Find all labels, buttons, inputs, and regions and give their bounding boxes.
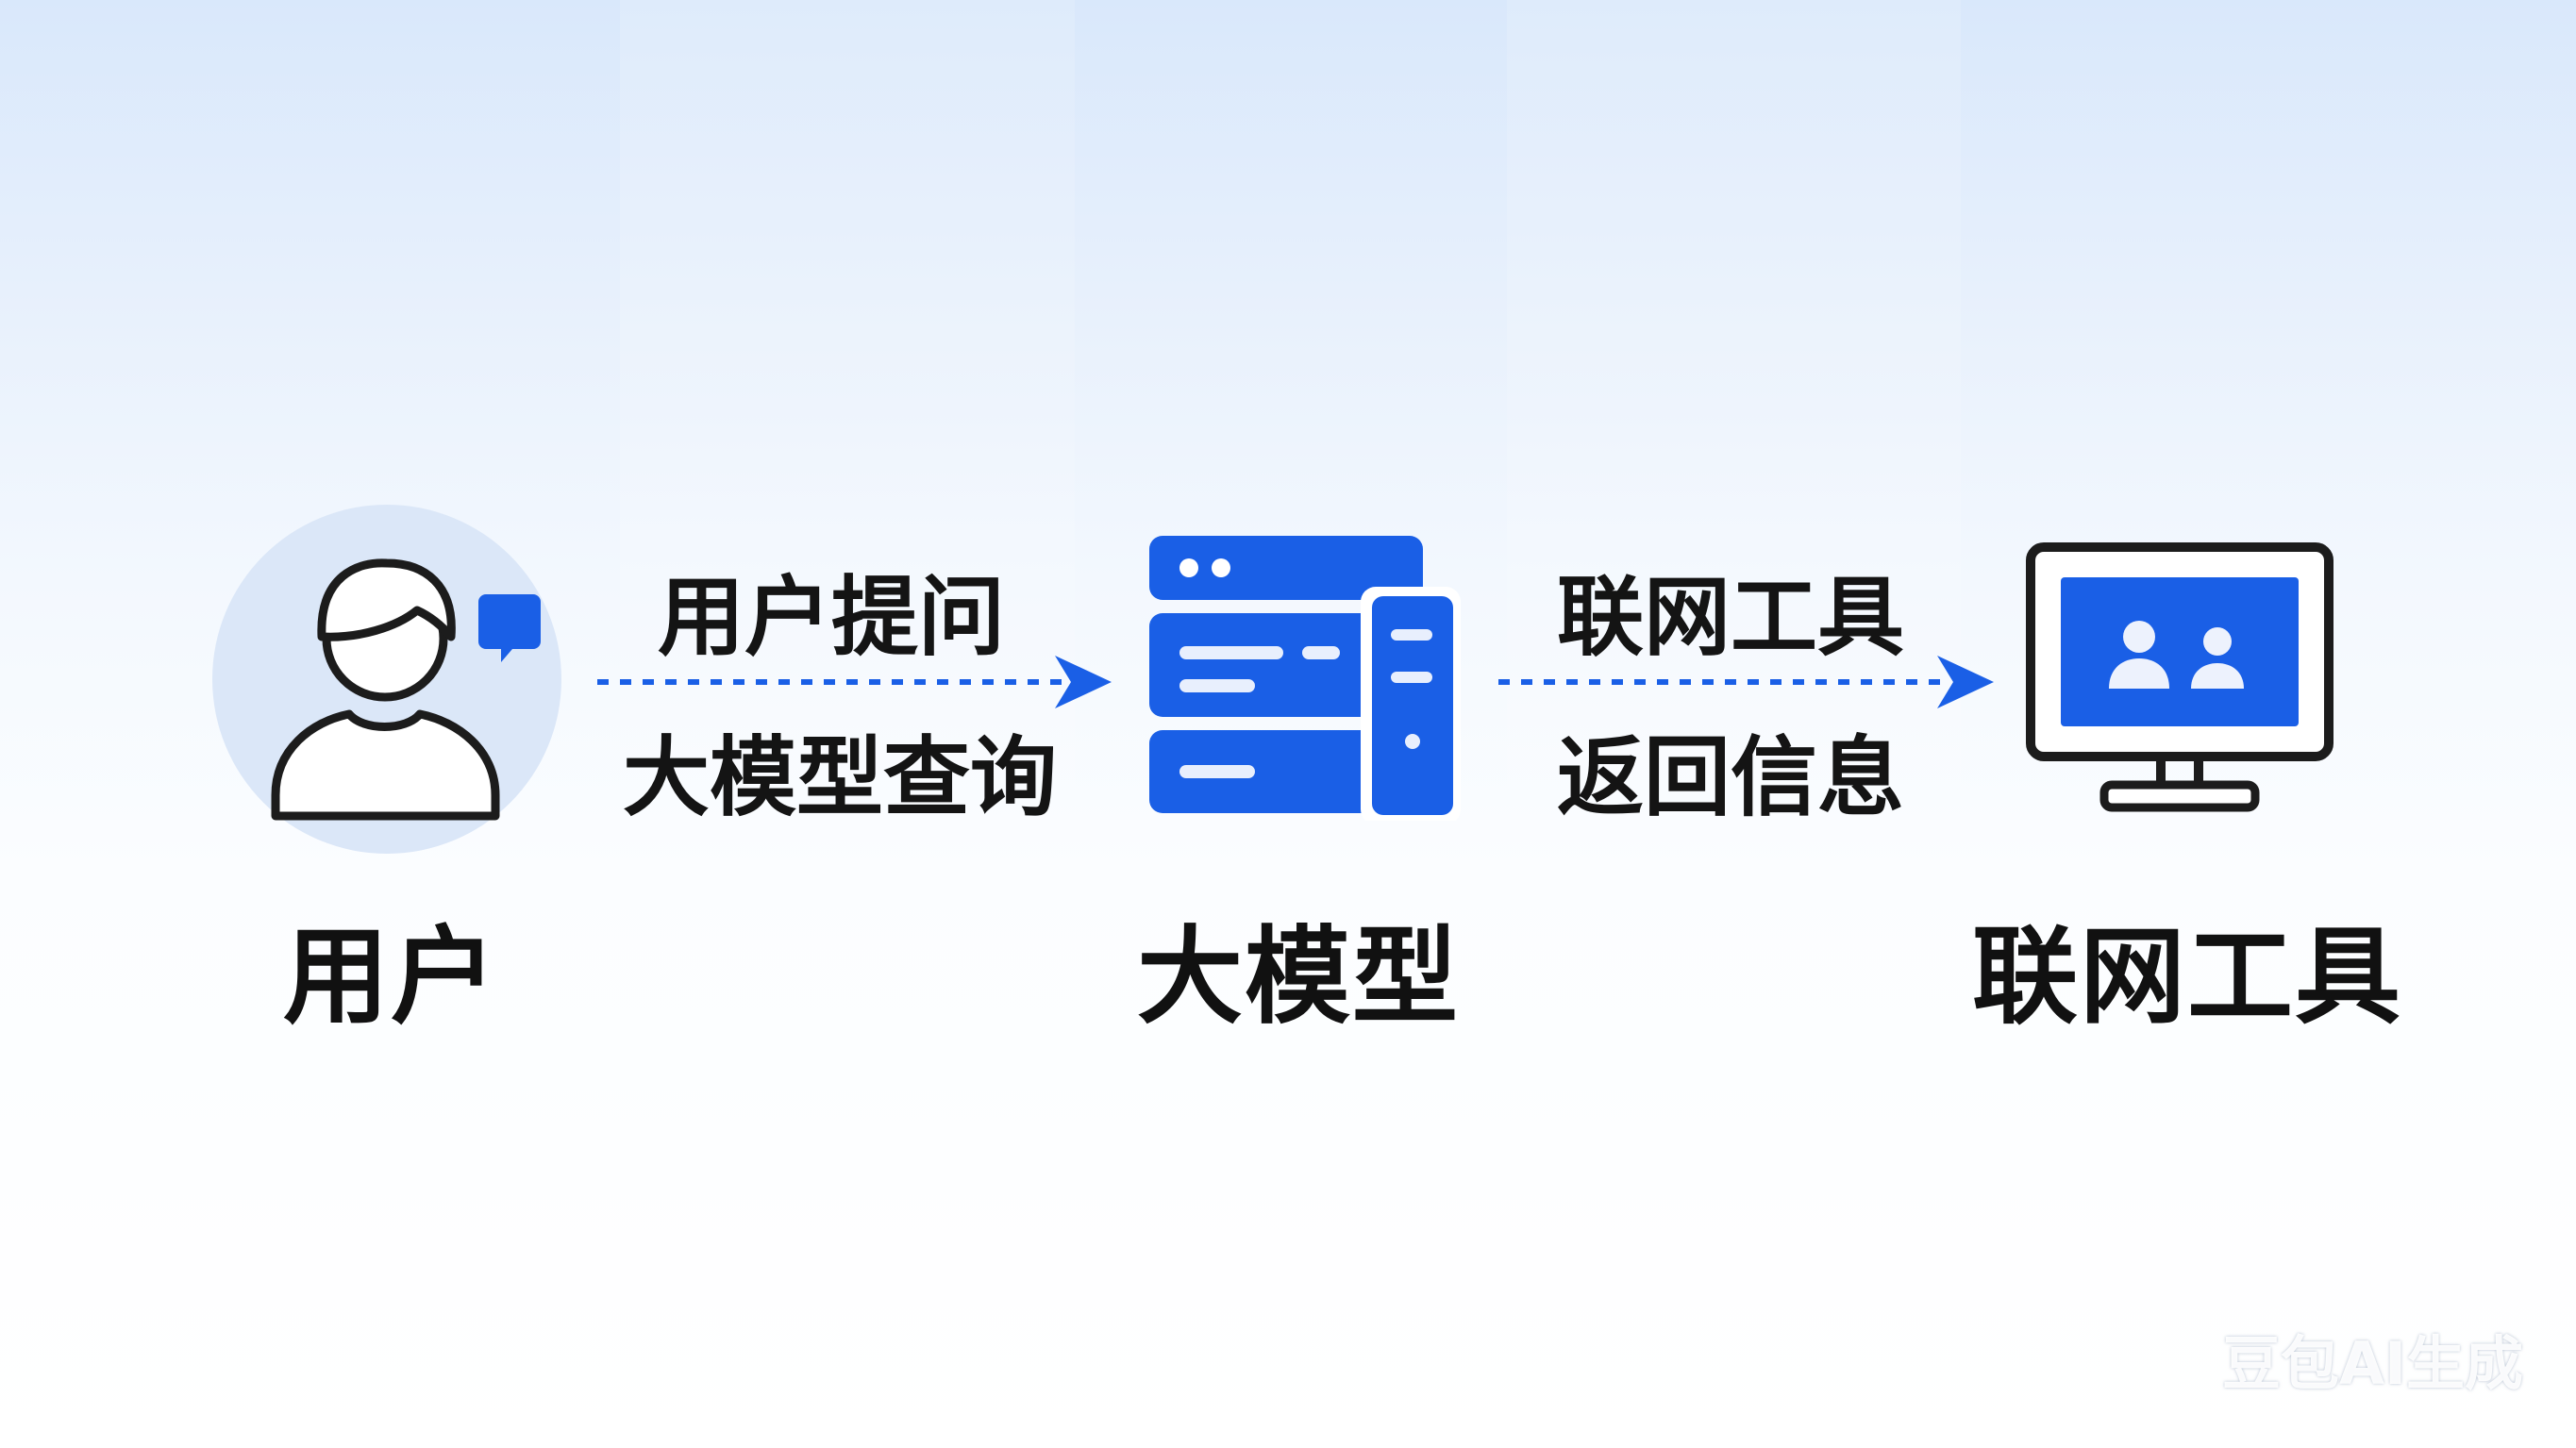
node-label-user: 用户	[283, 916, 498, 1039]
edge-label-top: 用户提问	[658, 567, 1006, 668]
node-label-llm: 大模型	[1137, 916, 1460, 1039]
monitor-icon	[2026, 542, 2333, 812]
watermark: 豆包AI生成	[2222, 1329, 2524, 1398]
edge-label-bottom: 大模型查询	[623, 727, 1058, 828]
server-icon	[1149, 536, 1461, 821]
node-label-web-tool: 联网工具	[1972, 916, 2402, 1039]
people-icon	[2109, 621, 2244, 689]
dashed-arrow	[597, 656, 1112, 708]
chat-bubble-icon	[478, 594, 541, 662]
edge-label-top: 联网工具	[1557, 567, 1905, 668]
edge-label-bottom: 返回信息	[1557, 727, 1905, 828]
dashed-arrow	[1498, 656, 1994, 708]
user-icon	[212, 505, 561, 854]
